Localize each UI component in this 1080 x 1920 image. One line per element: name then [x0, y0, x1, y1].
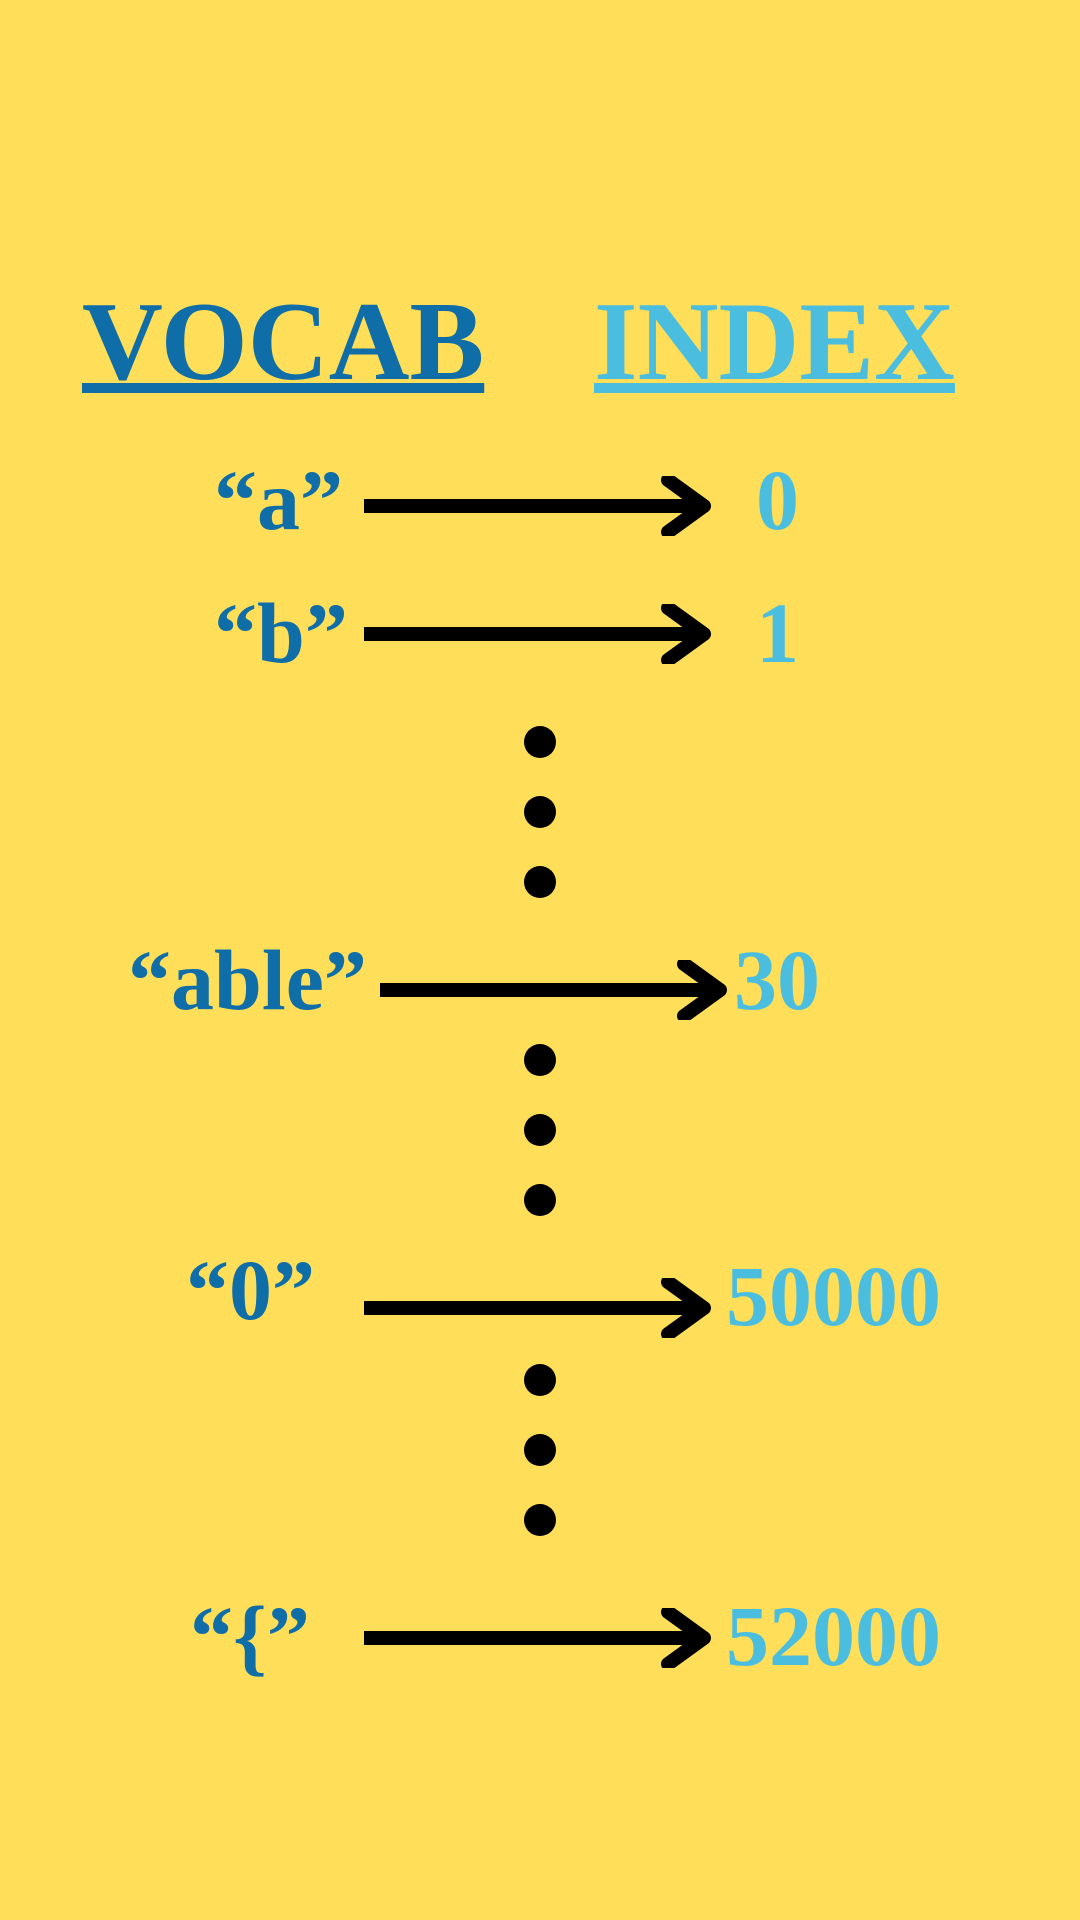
- ellipsis-dot: [524, 796, 556, 828]
- index-heading: INDEX: [594, 280, 955, 404]
- token-label: “0”: [186, 1242, 315, 1338]
- index-value: 52000: [726, 1588, 941, 1684]
- index-value: 0: [756, 452, 799, 548]
- vocab-heading: VOCAB: [82, 280, 485, 404]
- ellipsis-dot: [524, 1114, 556, 1146]
- token-label: “able”: [128, 932, 367, 1028]
- mapping-arrow: [364, 604, 711, 664]
- ellipsis-dot: [524, 1364, 556, 1396]
- ellipsis-dot: [524, 866, 556, 898]
- ellipsis-dot: [524, 1184, 556, 1216]
- mapping-arrow: [380, 960, 727, 1020]
- index-value: 50000: [726, 1248, 941, 1344]
- token-label: “b”: [214, 585, 348, 681]
- token-label: “a”: [214, 452, 343, 548]
- ellipsis-dot: [524, 1504, 556, 1536]
- ellipsis-dot: [524, 726, 556, 758]
- ellipsis-dot: [524, 1044, 556, 1076]
- mapping-arrow: [364, 476, 711, 536]
- index-value: 1: [756, 585, 799, 681]
- mapping-arrow: [364, 1608, 711, 1668]
- token-label: “{”: [190, 1588, 310, 1684]
- mapping-arrow: [364, 1278, 711, 1338]
- index-value: 30: [734, 932, 820, 1028]
- ellipsis-dot: [524, 1434, 556, 1466]
